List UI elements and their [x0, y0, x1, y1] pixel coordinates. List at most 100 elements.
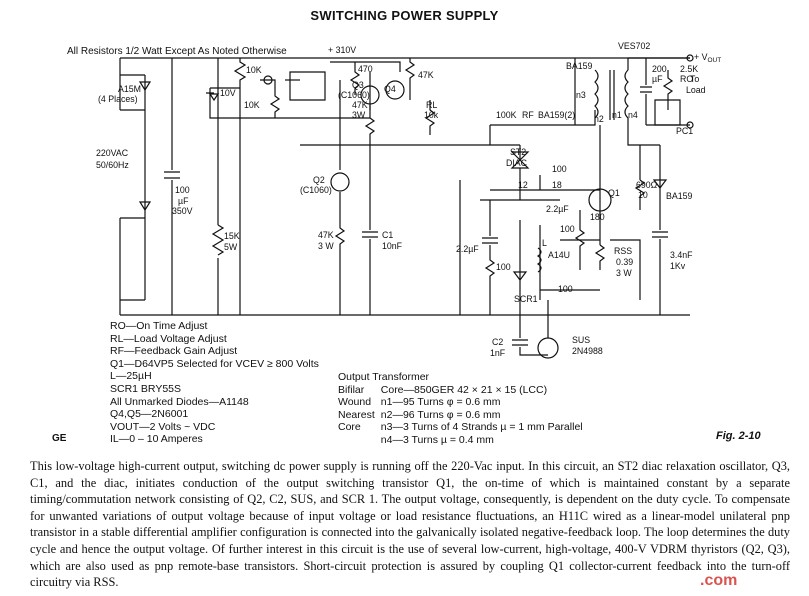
winding-spec: n2—96 Turns φ = 0.6 mm — [380, 408, 501, 421]
winding-spec: n4—3 Turns µ = 0.4 mm — [380, 433, 494, 446]
source-mark: GE — [52, 433, 67, 444]
r15k-value: 15K — [224, 231, 240, 241]
r100-c-label: 100 — [496, 262, 511, 272]
r47k-2-value: 47K — [318, 230, 334, 240]
r690-label: 690Ω — [636, 180, 658, 190]
winding-group: Wound — [338, 396, 372, 409]
c22-b-label: 2.2µF — [456, 244, 479, 254]
note-line: RO—On Time Adjust — [110, 320, 208, 332]
note-line: RF—Feedback Gain Adjust — [110, 345, 238, 358]
ba159-2-label: BA159(2) — [538, 110, 575, 120]
n1-label: n1 — [612, 110, 622, 120]
note-line: SCR1 BRY55S — [110, 382, 182, 395]
q2-part-label: (C1060) — [300, 185, 332, 195]
sus-part-label: 2N4988 — [572, 346, 603, 356]
ro-load: Load — [686, 85, 706, 95]
r47k-3w-power: 3W — [352, 110, 366, 120]
watermark: .com — [700, 572, 738, 589]
r47k-top-label: 47K — [418, 70, 434, 80]
header-note: All Resistors 1/2 Watt Except As Noted O… — [67, 46, 287, 57]
r100-d-label: 100 — [558, 284, 573, 294]
transformer-row: Wound n1—95 Turns φ = 0.6 mm — [338, 396, 589, 409]
vout-symbol: + V — [694, 52, 708, 62]
r10k-a-label: 10K — [246, 65, 262, 75]
ac-freq-label: 50/60Hz — [96, 160, 129, 170]
c200-unit: µF — [652, 74, 663, 84]
winding-group — [338, 434, 381, 447]
note-line: VOUT—2 Volts ~ VDC — [110, 420, 216, 433]
note-line: Q4,Q5—2N6001 — [110, 408, 189, 421]
winding-group: Bifilar — [338, 383, 365, 396]
vout-subscript: OUT — [707, 57, 721, 64]
note-line: Q1—D64VP5 Selected for VCEV ≥ 800 Volts — [110, 357, 319, 370]
r47k-3w-value: 47K — [352, 100, 368, 110]
inductor-label: L — [542, 238, 547, 248]
winding-spec: n1—95 Turns φ = 0.6 mm — [380, 396, 501, 409]
r100k-label: 100K — [496, 110, 517, 120]
note-line: IL—0 – 10 Amperes — [110, 433, 203, 446]
r18-label: 18 — [552, 180, 562, 190]
ba159-top-label: BA159 — [566, 61, 593, 71]
r100-b-label: 100 — [560, 224, 575, 234]
transformer-row: n4—3 Turns µ = 0.4 mm — [338, 434, 589, 447]
c34-voltage: 1Kv — [670, 261, 686, 271]
n4-label: n4 — [628, 110, 638, 120]
q4-label: Q4 — [384, 84, 396, 94]
r25k-label: 2.5K — [680, 64, 698, 74]
bulk-cap-voltage: 350V — [172, 206, 193, 216]
rss-label: RSS — [614, 246, 632, 256]
sus-label: SUS — [572, 335, 590, 345]
q3-part-label: (C1060) — [338, 90, 370, 100]
rss-power: 3 W — [616, 268, 632, 278]
r15k-power: 5W — [224, 242, 238, 252]
vout-label: + VOUT — [694, 52, 721, 64]
ro-to: To — [690, 74, 699, 84]
c200-value: 200 — [652, 64, 667, 74]
supply-voltage-label: + 310V — [328, 45, 356, 55]
winding-group: Core — [338, 421, 361, 434]
zener-label: 10V — [220, 88, 236, 98]
bridge-places: (4 Places) — [98, 94, 138, 104]
scr1-label: SCR1 — [514, 294, 538, 304]
rl-value: 10k — [424, 110, 439, 120]
r12-label: 12 — [518, 180, 528, 190]
winding-spec: n3—3 Turns of 4 Strands µ = 1 mm Paralle… — [380, 421, 583, 434]
r470-label: 470 — [358, 64, 373, 74]
c2-label: C2 — [492, 337, 503, 347]
r690-value: 10 — [638, 190, 648, 200]
r47k-2-power: 3 W — [318, 241, 334, 251]
winding-group: Nearest — [338, 408, 375, 421]
pc1-label: PC1 — [676, 126, 693, 136]
ac-input-label: 220VAC — [96, 148, 129, 158]
bridge-label: A15M — [118, 84, 141, 94]
c2-value: 1nF — [490, 348, 506, 358]
r100-a-label: 100 — [552, 164, 567, 174]
ro-label: RO — [680, 74, 693, 84]
note-line: All Unmarked Diodes—A1148 — [110, 395, 249, 408]
c22-a-label: 2.2µF — [546, 204, 569, 214]
a14u-label: A14U — [548, 250, 570, 260]
st2-diac-label: DIAC — [506, 158, 528, 168]
rl-label: RL — [426, 100, 437, 110]
c1-value: 10nF — [382, 241, 403, 251]
bulk-cap-value: 100 — [175, 185, 190, 195]
rf-label: RF — [522, 110, 534, 120]
transformer-heading: Output Transformer — [338, 371, 430, 383]
figure-label: Fig. 2-10 — [716, 430, 761, 442]
figure-caption: This low-voltage high-current output, sw… — [30, 459, 790, 590]
c1-label: C1 — [382, 230, 393, 240]
ves702-label: VES702 — [618, 41, 650, 51]
note-line: RL—Load Voltage Adjust — [110, 332, 227, 345]
q2-label: Q2 — [313, 175, 325, 185]
transformer-row: Bifilar Core—850GER 42 × 21 × 15 (LCC) — [338, 384, 589, 397]
ba159-right-label: BA159 — [666, 191, 693, 201]
r180-label: 180 — [590, 212, 605, 222]
transformer-spec: Output Transformer Bifilar Core—850GER 42… — [338, 371, 589, 447]
winding-spec: Core—850GER 42 × 21 × 15 (LCC) — [380, 383, 548, 396]
st2-label: ST2 — [510, 147, 526, 157]
transformer-row: Nearest n2—96 Turns φ = 0.6 mm — [338, 409, 589, 422]
bulk-cap-unit: µF — [178, 196, 189, 206]
